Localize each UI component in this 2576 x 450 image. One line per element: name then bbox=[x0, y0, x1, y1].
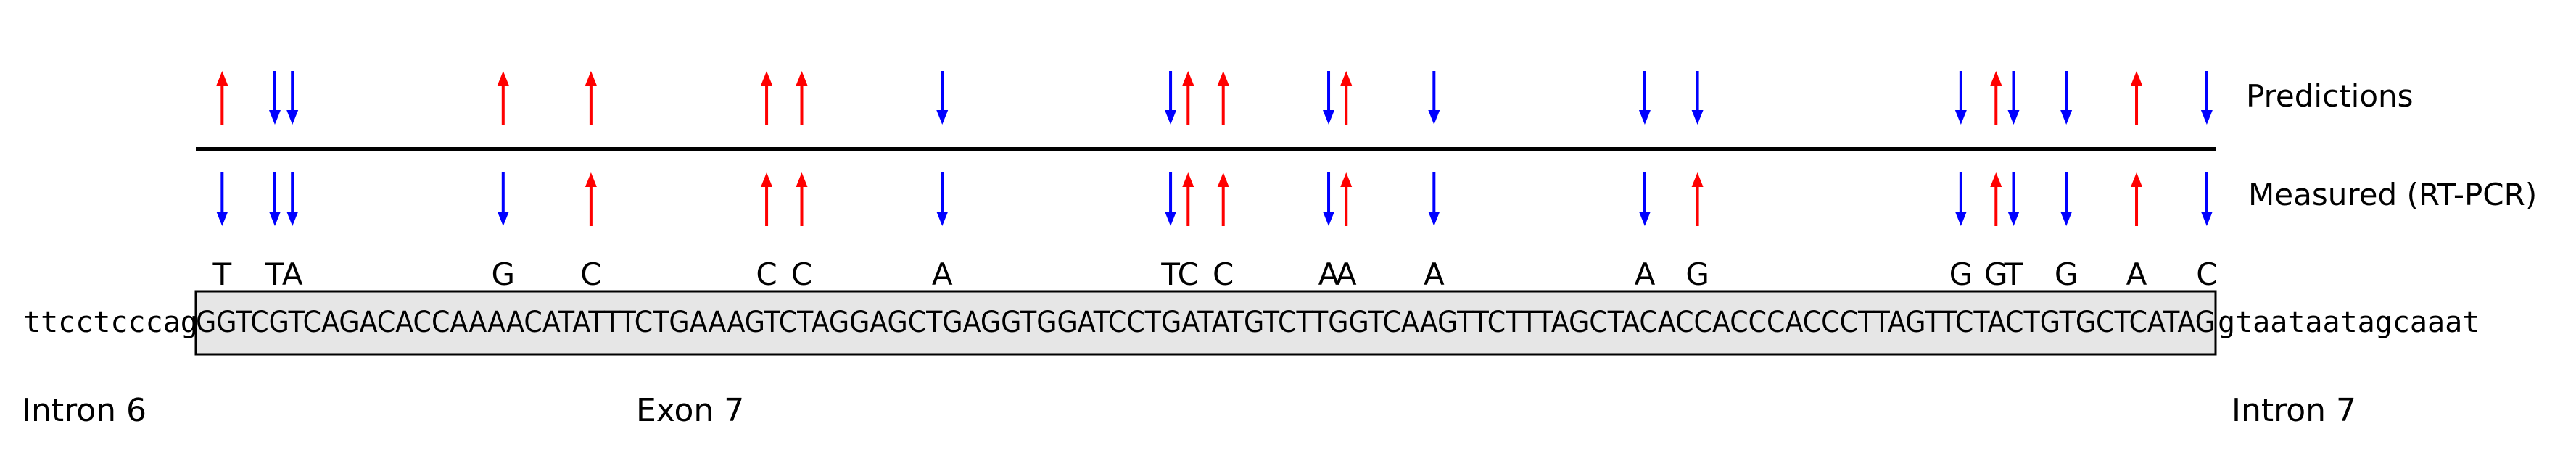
prediction-arrow-up-icon bbox=[585, 71, 597, 125]
prediction-arrow-up-icon bbox=[1990, 71, 2002, 125]
measured-arrow-up-icon bbox=[1340, 172, 1353, 226]
prediction-arrow-up-icon bbox=[497, 71, 509, 125]
measured-arrow-down-icon bbox=[1638, 172, 1651, 226]
variant-base-label: A bbox=[932, 257, 953, 292]
prediction-arrow-down-icon bbox=[1428, 71, 1440, 125]
variant-base-label: T bbox=[265, 257, 284, 292]
prediction-arrow-down-icon bbox=[1691, 71, 1704, 125]
prediction-arrow-up-icon bbox=[1340, 71, 1353, 125]
prediction-arrow-down-icon bbox=[268, 71, 281, 125]
measured-arrow-up-icon bbox=[796, 172, 808, 226]
prediction-arrow-down-icon bbox=[1954, 71, 1967, 125]
measured-arrow-up-icon bbox=[1217, 172, 1229, 226]
measured-arrow-down-icon bbox=[1954, 172, 1967, 226]
intron-right-sequence: gtaataatagcaaat bbox=[2218, 306, 2480, 339]
measured-label: Measured (RT-PCR) bbox=[2248, 177, 2537, 212]
measured-arrow-down-icon bbox=[286, 172, 299, 226]
variant-base-label: C bbox=[580, 257, 601, 292]
variant-base-label: T bbox=[1160, 257, 1180, 292]
variant-base-label: G bbox=[492, 257, 516, 292]
variant-base-label: T bbox=[212, 257, 231, 292]
prediction-arrow-up-icon bbox=[216, 71, 228, 125]
prediction-arrow-up-icon bbox=[796, 71, 808, 125]
prediction-arrow-down-icon bbox=[936, 71, 949, 125]
measured-arrow-down-icon bbox=[216, 172, 228, 226]
prediction-arrow-down-icon bbox=[2060, 71, 2073, 125]
variant-base-label: T bbox=[2004, 257, 2023, 292]
prediction-arrow-up-icon bbox=[761, 71, 773, 125]
measured-arrow-down-icon bbox=[1428, 172, 1440, 226]
variant-base-label: G bbox=[1984, 257, 2008, 292]
measured-arrow-down-icon bbox=[1323, 172, 1335, 226]
variant-base-label: A bbox=[282, 257, 303, 292]
variant-base-label: C bbox=[2196, 257, 2217, 292]
measured-arrow-down-icon bbox=[2200, 172, 2213, 226]
measured-arrow-down-icon bbox=[2007, 172, 2020, 226]
measured-arrow-down-icon bbox=[936, 172, 949, 226]
prediction-arrows bbox=[216, 71, 2213, 125]
prediction-arrow-down-icon bbox=[2200, 71, 2213, 125]
variant-base-label: A bbox=[1635, 257, 1656, 292]
intron-7-label: Intron 7 bbox=[2232, 392, 2356, 429]
measured-arrow-up-icon bbox=[1182, 172, 1194, 226]
intron-6-label: Intron 6 bbox=[22, 392, 146, 429]
prediction-arrow-down-icon bbox=[2007, 71, 2020, 125]
variant-base-label: C bbox=[1178, 257, 1199, 292]
measured-arrow-down-icon bbox=[1165, 172, 1177, 226]
prediction-arrow-down-icon bbox=[1638, 71, 1651, 125]
intron-left-sequence: ttcctcccag bbox=[23, 306, 198, 339]
prediction-arrow-up-icon bbox=[1217, 71, 1229, 125]
measured-arrow-up-icon bbox=[2131, 172, 2143, 226]
variant-base-label: G bbox=[2055, 257, 2078, 292]
variant-base-label: C bbox=[756, 257, 777, 292]
prediction-arrow-up-icon bbox=[2131, 71, 2143, 125]
variant-base-label: A bbox=[2126, 257, 2147, 292]
exon-box bbox=[194, 290, 2217, 356]
variant-base-label: G bbox=[1949, 257, 1973, 292]
variant-base-label: A bbox=[1336, 257, 1357, 292]
variant-base-label: C bbox=[1213, 257, 1234, 292]
variant-base-label: A bbox=[1424, 257, 1445, 292]
measured-arrow-up-icon bbox=[1990, 172, 2002, 226]
prediction-arrow-up-icon bbox=[1182, 71, 1194, 125]
variant-base-label: G bbox=[1685, 257, 1709, 292]
measured-arrow-down-icon bbox=[497, 172, 509, 226]
measured-arrow-down-icon bbox=[2060, 172, 2073, 226]
measured-arrow-up-icon bbox=[585, 172, 597, 226]
measured-arrow-down-icon bbox=[268, 172, 281, 226]
variant-base-label: A bbox=[1318, 257, 1339, 292]
predictions-label: Predictions bbox=[2246, 78, 2414, 114]
prediction-arrow-down-icon bbox=[286, 71, 299, 125]
exon-7-label: Exon 7 bbox=[636, 392, 744, 429]
prediction-arrow-down-icon bbox=[1165, 71, 1177, 125]
measured-arrow-up-icon bbox=[1691, 172, 1704, 226]
prediction-arrow-down-icon bbox=[1323, 71, 1335, 125]
exon-sequence: GGTCGTCAGACACCAAAACATATTTCTGAAAGTCTAGGAG… bbox=[196, 306, 2216, 339]
measured-arrows bbox=[216, 172, 2213, 226]
variant-base-label: C bbox=[791, 257, 812, 292]
measured-arrow-up-icon bbox=[761, 172, 773, 226]
